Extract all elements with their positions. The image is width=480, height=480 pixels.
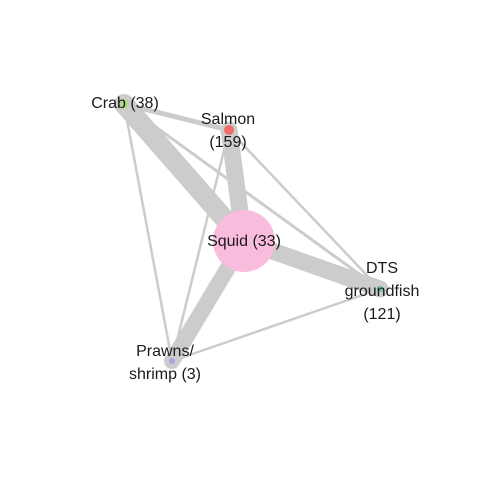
node-dts-groundfish (377, 286, 383, 292)
node-salmon (224, 125, 234, 135)
label-prawns-line-1: Prawns/ (136, 343, 194, 360)
node-prawns-shrimp (169, 358, 175, 364)
edge-crab-salmon (123, 101, 230, 133)
edge-prawns-dts (171, 287, 381, 363)
nodes (119, 99, 383, 364)
label-squid: Squid (33) (198, 230, 290, 253)
label-squid-line-1: Squid (33) (207, 233, 281, 250)
label-dts-line-2: groundfish (344, 283, 420, 300)
node-squid (213, 210, 275, 272)
label-dts-groundfish: DTS groundfish (121) (332, 257, 432, 326)
label-crab: Crab (38) (80, 92, 170, 115)
label-prawns-line-2: shrimp (3) (128, 366, 201, 383)
label-salmon: Salmon (159) (188, 108, 268, 154)
node-crab (119, 99, 129, 109)
edge-crab-prawns (122, 103, 174, 362)
label-salmon-line-1: Salmon (200, 111, 256, 128)
label-crab-line-1: Crab (38) (91, 95, 159, 112)
label-dts-line-3: (121) (363, 306, 401, 323)
edge-crab-dts (123, 102, 381, 291)
label-prawns-shrimp: Prawns/ shrimp (3) (115, 340, 215, 386)
edge-salmon-prawns (170, 129, 231, 362)
label-salmon-line-2: (159) (209, 134, 247, 151)
label-dts-line-1: DTS (366, 260, 398, 277)
edge-salmon-dts (228, 129, 381, 290)
